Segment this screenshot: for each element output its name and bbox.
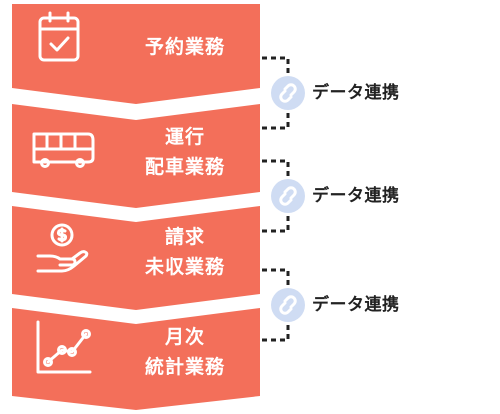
- step-label-line: 予約業務: [144, 36, 225, 58]
- step-label-line: 配車業務: [144, 156, 225, 178]
- link-badge-3: [271, 288, 305, 322]
- connector-bracket-3: [262, 268, 290, 342]
- chain-link-icon: [279, 186, 297, 206]
- step-label-statistics: 月次 統計業務: [110, 322, 260, 382]
- link-badge-2: [271, 179, 305, 213]
- link-badge-1: [271, 76, 305, 110]
- chain-link-icon: [279, 295, 297, 315]
- step-label-line: 未収業務: [144, 256, 225, 278]
- link-label-1: データ連携: [312, 83, 400, 103]
- step-shape-billing: [12, 206, 260, 310]
- step-label-reservation: 予約業務: [110, 32, 260, 62]
- step-label-line: 運行: [164, 126, 205, 148]
- step-shape-statistics: [12, 308, 260, 410]
- bus-icon: [32, 132, 95, 168]
- step-label-line: 月次: [164, 326, 205, 348]
- step-label-line: 統計業務: [144, 356, 225, 378]
- link-label-2: データ連携: [312, 186, 400, 206]
- calendar-check-icon: [38, 11, 80, 62]
- chain-link-icon: [279, 83, 297, 103]
- line-chart-icon: [36, 320, 92, 374]
- step-label-line: 請求: [164, 226, 205, 248]
- link-label-3: データ連携: [312, 295, 400, 315]
- connector-bracket-1: [262, 56, 290, 130]
- coin-hand-icon: [36, 223, 89, 273]
- step-label-dispatch: 運行 配車業務: [110, 122, 260, 182]
- step-label-billing: 請求 未収業務: [110, 222, 260, 282]
- step-shape-dispatch: [12, 104, 260, 208]
- connector-bracket-2: [262, 159, 290, 233]
